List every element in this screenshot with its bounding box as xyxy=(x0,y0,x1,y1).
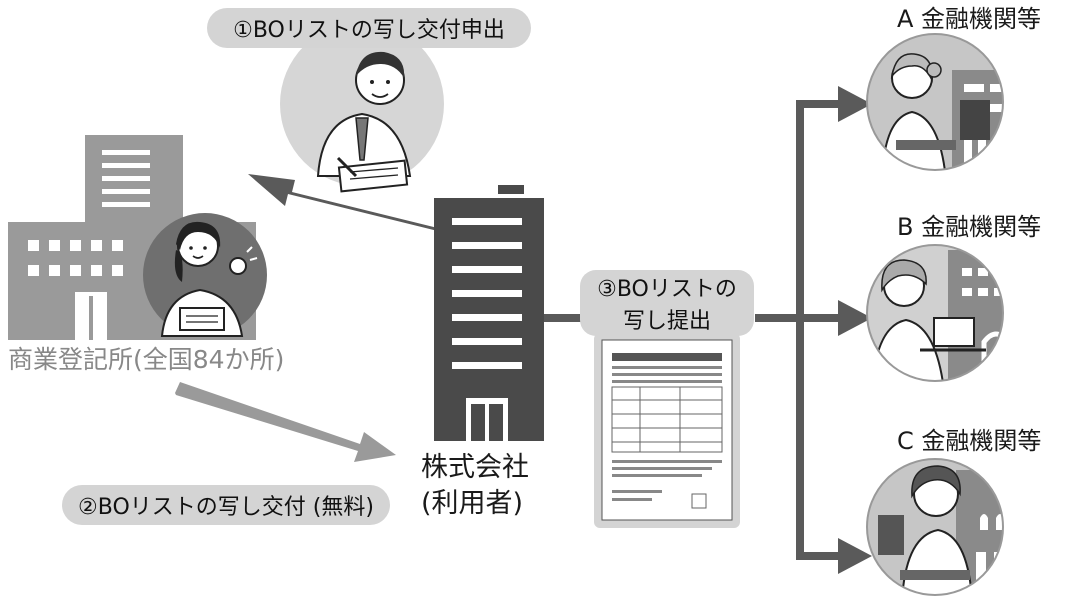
company-building-icon xyxy=(434,185,544,441)
branch-arrowhead-c xyxy=(838,538,872,574)
step2-label-text: ②BOリストの写し交付 (無料) xyxy=(78,495,374,520)
registry-office-building-icon xyxy=(8,135,256,340)
step3-label-line2: 写し提出 xyxy=(622,309,711,334)
step3-label-line1: ③BOリストの xyxy=(597,277,737,302)
branch-arrowhead-a xyxy=(838,86,872,122)
company-label-line1: 株式会社 xyxy=(421,452,529,483)
step2-label: ②BOリストの写し交付 (無料) xyxy=(62,485,390,525)
institution-c-icon xyxy=(867,459,1003,595)
institution-b-label: B 金融機関等 xyxy=(897,213,1042,241)
registry-office-label: 商業登記所(全国84か所) xyxy=(8,345,285,374)
registry-clerk-icon xyxy=(143,213,267,337)
institution-b-icon xyxy=(867,245,1003,381)
step3-label: ③BOリストの 写し提出 xyxy=(580,270,754,336)
company-label-line2: (利用者) xyxy=(421,488,524,519)
institution-a-icon xyxy=(867,34,1003,170)
institution-c-label: C 金融機関等 xyxy=(897,427,1042,455)
step1-label: ①BOリストの写し交付申出 xyxy=(207,8,531,48)
institution-a-label: A 金融機関等 xyxy=(897,5,1042,33)
arrow-step2-to-company xyxy=(175,382,396,462)
bo-list-document-icon xyxy=(594,333,740,528)
branch-arrowhead-b xyxy=(838,300,872,336)
step1-label-text: ①BOリストの写し交付申出 xyxy=(233,18,505,43)
applicant-man-icon xyxy=(280,22,444,193)
